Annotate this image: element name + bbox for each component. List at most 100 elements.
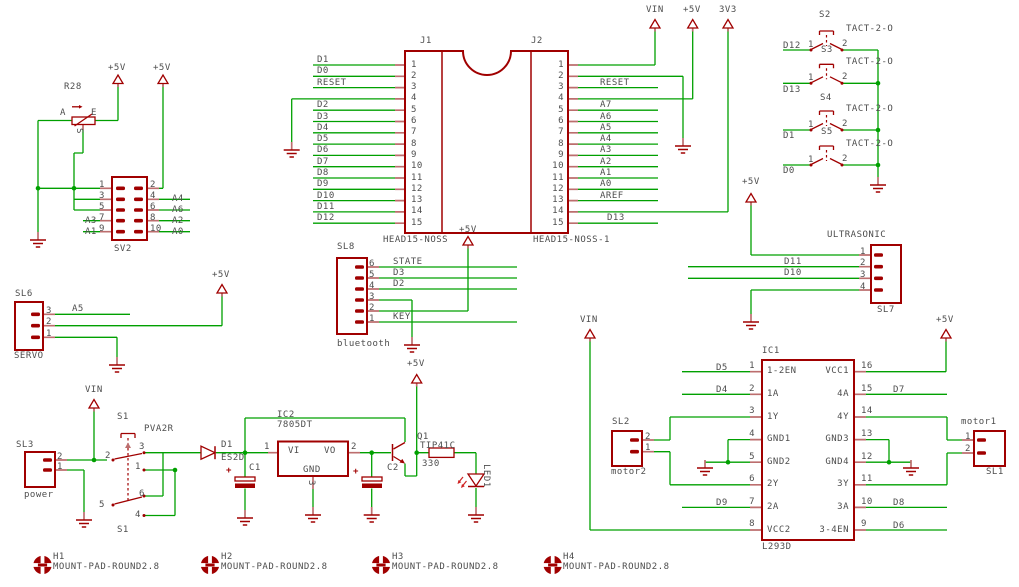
net-a1-r: A1 (600, 168, 612, 178)
s1-switch (111, 432, 146, 517)
ic2-body (277, 440, 349, 477)
sl8-pin-2: 2 (369, 302, 375, 313)
net-a2: A2 (172, 215, 184, 226)
sl1-name: SL1 (986, 466, 1004, 477)
ic1-2a: 2A (767, 502, 779, 512)
s3-switch (808, 63, 845, 86)
d1-value: ES2D (221, 453, 245, 463)
sl1-connector (973, 430, 1006, 467)
net-a0: A0 (172, 226, 184, 237)
s5-pin-2: 2 (842, 153, 848, 164)
ic2-name: IC2 (277, 409, 295, 420)
j1-j2-dividers (441, 51, 532, 233)
supply-5v-top: +5V (683, 5, 701, 15)
s3-pin-2: 2 (842, 71, 848, 82)
sl8-connector (336, 257, 368, 335)
net-d11: D11 (317, 201, 335, 212)
ic1-1a: 1A (767, 388, 779, 399)
ic2-pin-3: 3 (306, 480, 316, 486)
s4-pin-2: 2 (842, 118, 848, 129)
sl6-pin-1: 1 (46, 328, 52, 339)
s1-pin-1: 1 (135, 461, 141, 472)
net-state: STATE (393, 257, 423, 267)
j1-pin-5: 5 (411, 104, 417, 115)
h2-value: MOUNT-PAD-ROUND2.8 (221, 562, 328, 572)
ic1-gnd3: GND3 (825, 434, 849, 445)
ic1-pin-9: 9 (861, 519, 867, 530)
ic1-name: IC1 (762, 346, 780, 356)
j2-pin-5: 5 (558, 104, 564, 115)
net-d7-ic1: D7 (893, 385, 905, 396)
pin-layer (43, 64, 974, 531)
ic2-gnd: GND (303, 464, 321, 475)
net-reset-l: RESET (317, 77, 347, 88)
sl8-pin-5: 5 (369, 269, 375, 280)
j2-pin-3: 3 (558, 82, 564, 93)
bluetooth-label: bluetooth (337, 339, 391, 349)
net-d1: D1 (317, 55, 329, 65)
j2-pin-10: 10 (552, 161, 564, 172)
sl7-name: SL7 (877, 305, 895, 315)
net-d13-r: D13 (607, 213, 625, 224)
j1-j2-header-body (404, 50, 569, 234)
sl2-name: SL2 (612, 417, 630, 427)
net-d6: D6 (317, 145, 329, 156)
sl1-pin-1: 1 (965, 431, 971, 442)
net-a3-r: A3 (600, 145, 612, 156)
ic1-pin-1: 1 (749, 361, 755, 371)
j2-pin-2: 2 (558, 70, 564, 81)
c2-name: C2 (387, 463, 399, 473)
sl3-pin-2: 2 (57, 451, 63, 462)
c2-capacitor (361, 476, 383, 488)
wire-layer (37, 28, 962, 531)
s2-name: S2 (819, 10, 831, 20)
sv2-pin-10: 10 (150, 223, 162, 234)
sv2-pin-5: 5 (99, 202, 105, 212)
led1-diode (457, 473, 486, 488)
net-aref: AREF (600, 190, 624, 201)
ic1-34en: 3-4EN (819, 524, 849, 535)
d1-diode (200, 445, 217, 461)
ic1-1y: 1Y (767, 411, 779, 422)
sv2-pin-6: 6 (150, 202, 156, 212)
ic2-vo: VO (324, 445, 336, 456)
ic1-pin-15: 15 (861, 383, 873, 394)
sl3-pin-1: 1 (57, 461, 63, 472)
ic2-value: 7805DT (277, 420, 313, 430)
s3-name: S3 (821, 45, 833, 55)
net-reset-r: RESET (600, 77, 630, 88)
sl3-connector (24, 451, 56, 488)
motor1-label: motor1 (961, 417, 997, 427)
h4-value: MOUNT-PAD-ROUND2.8 (563, 562, 670, 572)
j1-pin-12: 12 (411, 183, 423, 194)
s1-pin-5: 5 (99, 500, 105, 510)
supply-3v3-top: 3V3 (719, 5, 737, 15)
s3-pin-1: 1 (808, 72, 814, 83)
net-a6-r: A6 (600, 111, 612, 122)
sv2-pin-9: 9 (99, 223, 105, 234)
ic1-2y: 2Y (767, 479, 779, 490)
net-d7: D7 (317, 156, 329, 167)
net-a5-r: A5 (600, 122, 612, 133)
ic1-gnd1: GND1 (767, 434, 791, 445)
ic1-vcc1: VCC1 (825, 366, 849, 377)
supply-vin-ic1: VIN (580, 315, 598, 325)
net-d4-ic1: D4 (716, 385, 728, 396)
j1-pin-2: 2 (411, 70, 417, 81)
c2-plus: + (353, 467, 359, 477)
j1-name: J1 (420, 36, 432, 46)
sl7-pin-3: 3 (860, 269, 866, 280)
c1-capacitor (234, 476, 256, 488)
s1-pin-2: 2 (105, 451, 111, 461)
sl7-pin-4: 4 (860, 281, 866, 292)
sv2-pin-7: 7 (99, 212, 105, 223)
ic1-pin-11: 11 (861, 474, 873, 485)
ic1-pin-10: 10 (861, 496, 873, 507)
ic2-pin-1: 1 (264, 441, 270, 452)
sl1-pin-2: 2 (965, 444, 971, 454)
net-d0-sw: D0 (783, 165, 795, 176)
ic1-pin-16: 16 (861, 361, 873, 371)
motor2-label: motor2 (611, 466, 647, 477)
supply-5v-1: +5V (108, 63, 126, 73)
net-d6-ic1: D6 (893, 520, 905, 531)
